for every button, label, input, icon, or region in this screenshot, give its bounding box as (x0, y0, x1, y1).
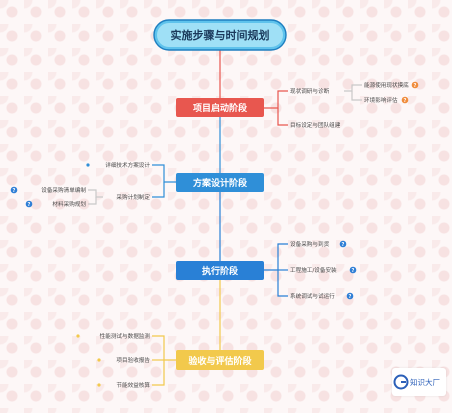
node-energy-baseline[interactable]: 能源使用现状摸底 ? (364, 81, 419, 89)
node-procurement-plan-label: 采购计划制定 (116, 193, 150, 201)
edge-accept-benefit (152, 360, 165, 386)
node-energy-baseline-label: 能源使用现状摸底 (364, 81, 409, 89)
svg-text:?: ? (28, 202, 31, 208)
node-report-label: 项目验收报告 (116, 356, 150, 364)
edge-proc-material (88, 197, 97, 205)
stage-accept-label: 验收与评估阶段 (188, 355, 252, 367)
svg-text:?: ? (352, 268, 355, 274)
help-icon[interactable]: ? (401, 96, 409, 104)
node-install[interactable]: 工程施工/设备安装 ? (290, 266, 357, 274)
bullet-dot (76, 334, 80, 338)
node-tech-plan[interactable]: 详细技术方案设计 (86, 161, 150, 169)
edge-start-survey (264, 90, 288, 109)
node-equipment-list-label: 设备采购清单编制 (41, 186, 86, 194)
edge-design-techplan (152, 164, 176, 183)
node-delivery[interactable]: 设备采购与到货 ? (290, 240, 347, 248)
edge-exec-delivery (264, 243, 288, 271)
node-material-plan[interactable]: ? 材料采购规划 (25, 200, 87, 208)
help-icon[interactable]: ? (411, 81, 419, 89)
node-equipment-list[interactable]: ? 设备采购清单编制 (10, 186, 87, 194)
svg-text:?: ? (404, 98, 407, 104)
node-goal-team-label: 目标设定与团队组建 (290, 121, 341, 129)
node-perf-test-label: 性能测试与数据监测 (100, 332, 151, 340)
help-icon[interactable]: ? (339, 240, 347, 248)
help-icon[interactable]: ? (10, 186, 18, 194)
bullet-dot (97, 383, 101, 387)
edge-survey-env (351, 91, 362, 101)
stage-design-label: 方案设计阶段 (193, 177, 248, 189)
root-title: 实施步骤与时间规划 (171, 28, 270, 42)
node-install-label: 工程施工/设备安装 (290, 266, 337, 274)
node-procurement-plan[interactable]: 采购计划制定 (116, 193, 150, 201)
stage-start[interactable]: 项目启动阶段 (176, 98, 264, 117)
node-material-plan-label: 材料采购规划 (52, 200, 86, 208)
edge-survey-energy (344, 84, 362, 92)
root-node[interactable]: 实施步骤与时间规划 (153, 19, 287, 51)
edge-design-procplan (152, 182, 165, 198)
edge-proc-list (88, 189, 103, 198)
edge-exec-debug (277, 270, 288, 297)
node-goal-team[interactable]: 目标设定与团队组建 (290, 121, 341, 129)
edge-start-target (277, 108, 288, 126)
help-icon[interactable]: ? (25, 200, 33, 208)
node-benefit-label: 节能效益核算 (116, 381, 150, 389)
stage-accept[interactable]: 验收与评估阶段 (176, 350, 264, 370)
watermark-text: 知识大厂 (410, 377, 440, 387)
bullet-dot (97, 358, 101, 362)
node-env-assessment[interactable]: 环境影响评估 ? (364, 96, 409, 104)
node-benefit[interactable]: 节能效益核算 (97, 381, 150, 389)
bullet-dot (86, 163, 90, 167)
help-icon[interactable]: ? (349, 266, 357, 274)
node-debug[interactable]: 系统调试与试运行 ? (290, 292, 354, 300)
node-debug-label: 系统调试与试运行 (290, 292, 335, 300)
stage-exec[interactable]: 执行阶段 (176, 261, 264, 280)
svg-text:?: ? (414, 83, 417, 89)
stage-design[interactable]: 方案设计阶段 (176, 173, 264, 192)
watermark-logo: 知识大厂 (392, 368, 446, 396)
svg-text:?: ? (13, 188, 16, 194)
node-delivery-label: 设备采购与到货 (290, 240, 330, 248)
node-env-assessment-label: 环境影响评估 (364, 96, 398, 104)
edge-accept-perf (152, 335, 176, 361)
node-survey-label: 现状调研与诊断 (290, 87, 330, 95)
svg-text:?: ? (349, 294, 352, 300)
stage-exec-label: 执行阶段 (202, 265, 239, 277)
stage-start-label: 项目启动阶段 (193, 102, 248, 114)
node-report[interactable]: 项目验收报告 (97, 356, 150, 364)
svg-text:?: ? (342, 242, 345, 248)
node-tech-plan-label: 详细技术方案设计 (105, 161, 150, 169)
node-perf-test[interactable]: 性能测试与数据监测 (76, 332, 150, 340)
connectors (88, 50, 362, 386)
help-icon[interactable]: ? (346, 292, 354, 300)
node-survey[interactable]: 现状调研与诊断 (290, 87, 330, 95)
